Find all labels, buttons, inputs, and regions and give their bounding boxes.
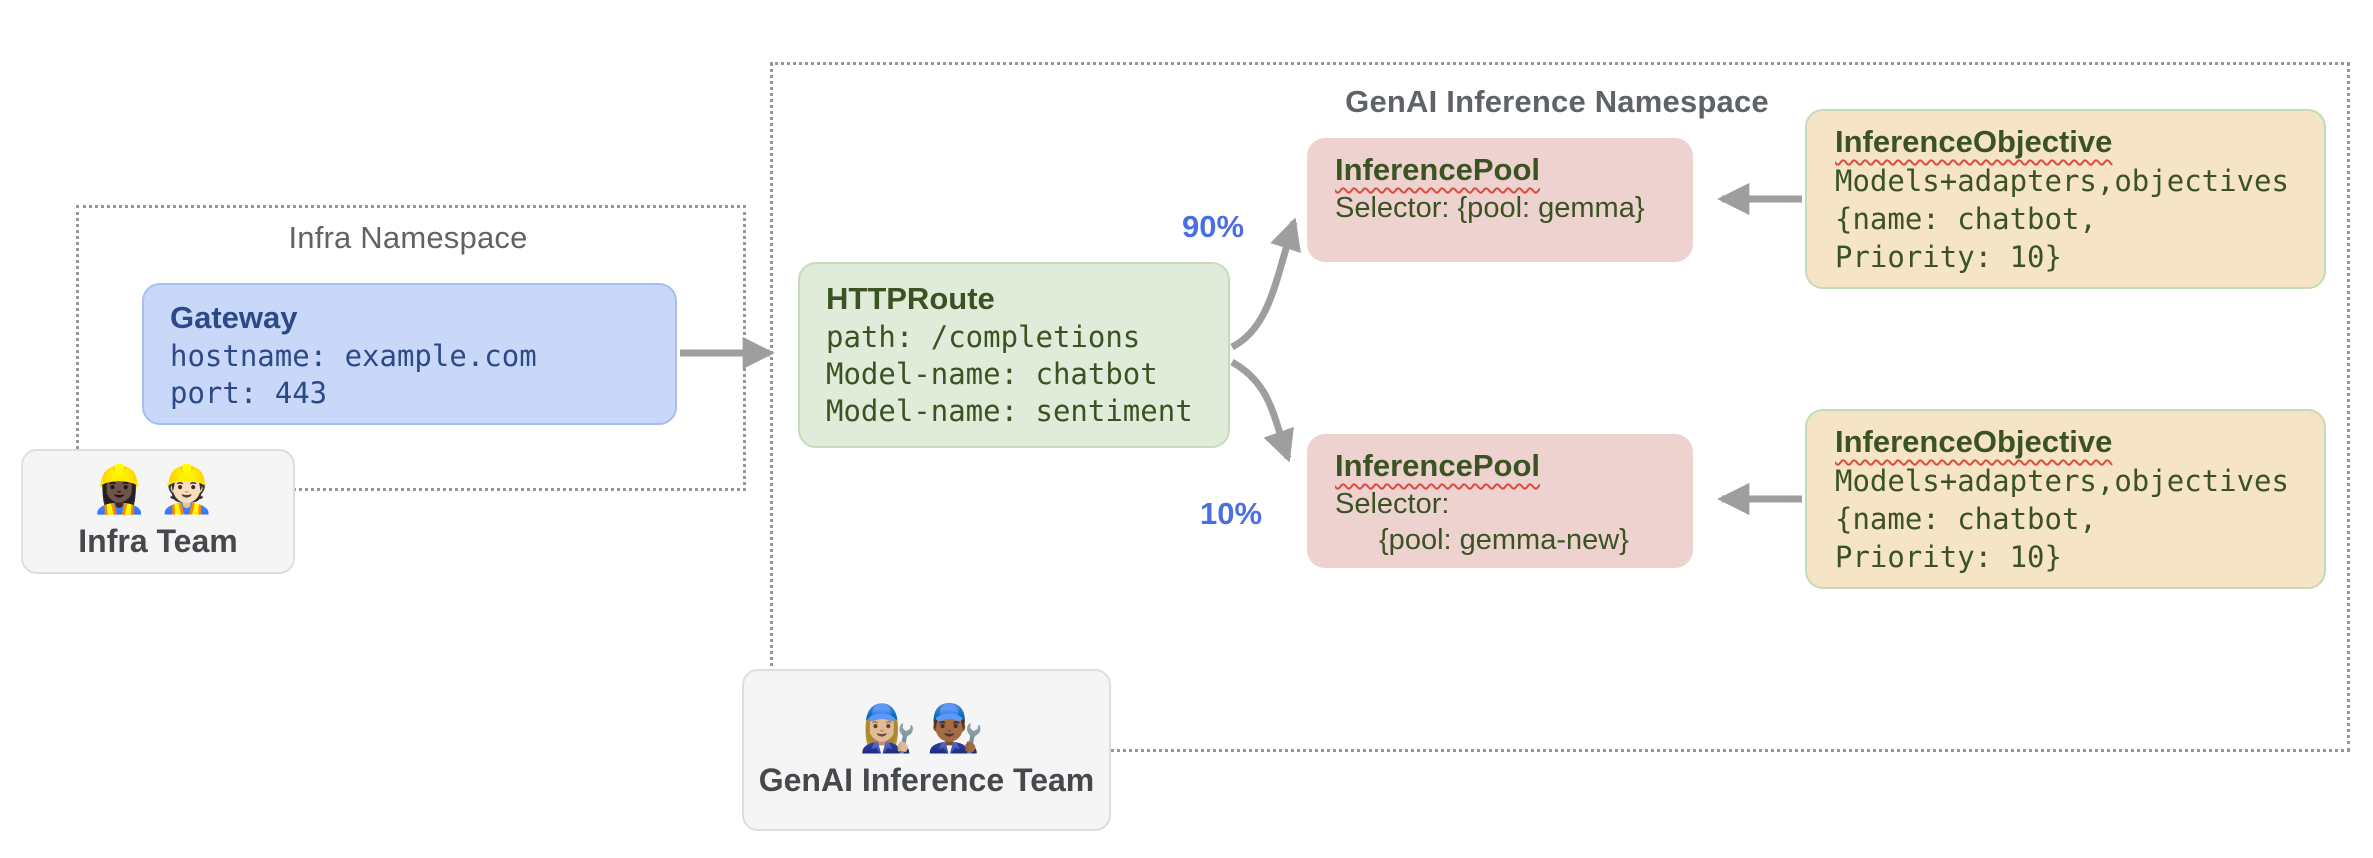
- construction-workers-icon: 👷🏿‍♀️👷🏻: [90, 463, 226, 515]
- inference-objective-bottom-title: InferenceObjective: [1835, 422, 2296, 462]
- inference-pool-gemma-title: InferencePool: [1335, 150, 1665, 190]
- inference-pool-gemma-new-node: InferencePool Selector: {pool: gemma-new…: [1307, 434, 1693, 568]
- inference-objective-top-priority: Priority: 10}: [1835, 240, 2062, 274]
- gateway-node: Gateway hostname: example.com port: 443: [142, 283, 677, 425]
- httproute-path: path: /completions: [826, 320, 1141, 354]
- mechanics-icon: 👩🏼‍🔧👨🏾‍🔧: [859, 701, 994, 754]
- genai-namespace-boundary: [770, 62, 2350, 752]
- genai-inference-team-card: 👩🏼‍🔧👨🏾‍🔧 GenAI Inference Team: [742, 669, 1111, 831]
- gateway-port: port: 443: [170, 376, 328, 410]
- traffic-split-90: 90%: [1182, 209, 1245, 244]
- inference-pool-gemma-new-title-text: InferencePool: [1335, 448, 1540, 483]
- infra-team-card: 👷🏿‍♀️👷🏻 Infra Team: [21, 449, 295, 574]
- gateway-title: Gateway: [170, 300, 298, 335]
- inference-objective-top-title: InferenceObjective: [1835, 122, 2296, 162]
- inference-objective-bottom-name: {name: chatbot,: [1835, 502, 2097, 536]
- gateway-hostname: hostname: example.com: [170, 339, 537, 373]
- infra-namespace-title: Infra Namespace: [288, 220, 528, 255]
- inference-pool-gemma-new-selector-value: {pool: gemma-new}: [1379, 524, 1629, 556]
- inference-pool-gemma-selector: Selector: {pool: gemma}: [1335, 192, 1645, 224]
- inference-objective-bottom-title-text: InferenceObjective: [1835, 424, 2113, 459]
- traffic-split-10: 10%: [1200, 496, 1263, 531]
- genai-inference-team-label: GenAI Inference Team: [758, 761, 1095, 798]
- inference-pool-gemma-new-selector: Selector:: [1335, 488, 1450, 520]
- httproute-model-sentiment: Model-name: sentiment: [826, 394, 1193, 428]
- genai-namespace-title: GenAI Inference Namespace: [1345, 84, 1769, 119]
- inference-objective-bottom-node: InferenceObjective Models+adapters,objec…: [1805, 409, 2326, 589]
- inference-objective-bottom-priority: Priority: 10}: [1835, 540, 2062, 574]
- httproute-title: HTTPRoute: [826, 281, 995, 316]
- infra-team-label: Infra Team: [78, 523, 238, 559]
- inference-objective-top-title-text: InferenceObjective: [1835, 124, 2113, 159]
- inference-objective-top-name: {name: chatbot,: [1835, 202, 2097, 236]
- inference-pool-gemma-new-title: InferencePool: [1335, 446, 1665, 486]
- inference-objective-top-models: Models+adapters,objectives: [1835, 164, 2289, 198]
- inference-pool-gemma-title-text: InferencePool: [1335, 152, 1540, 187]
- httproute-model-chatbot: Model-name: chatbot: [826, 357, 1158, 391]
- inference-objective-bottom-models: Models+adapters,objectives: [1835, 464, 2289, 498]
- inference-objective-top-node: InferenceObjective Models+adapters,objec…: [1805, 109, 2326, 289]
- httproute-node: HTTPRoute path: /completions Model-name:…: [798, 262, 1230, 448]
- inference-pool-gemma-node: InferencePool Selector: {pool: gemma}: [1307, 138, 1693, 262]
